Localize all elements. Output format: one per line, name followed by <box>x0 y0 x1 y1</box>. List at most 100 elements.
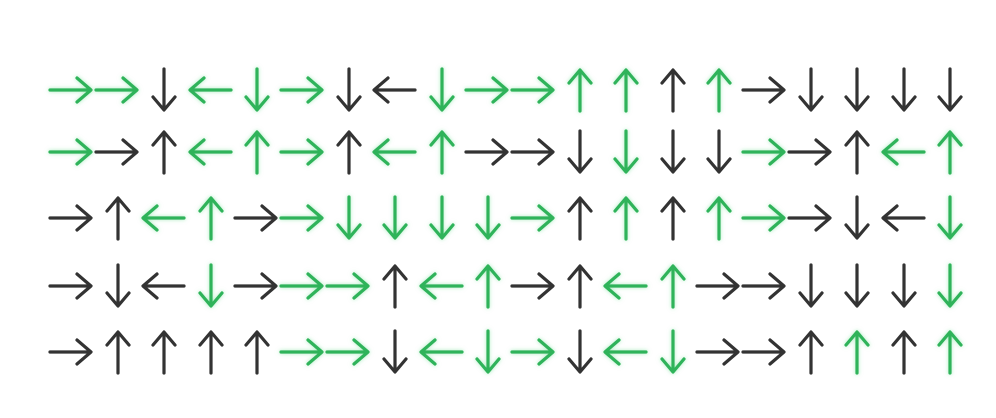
arrow-right-icon <box>510 190 555 246</box>
arrow-down-icon <box>604 124 648 180</box>
arrow-left-icon <box>372 62 417 118</box>
arrow-up-icon <box>558 190 602 246</box>
arrow-down-icon <box>327 190 371 246</box>
arrow-down-icon <box>835 190 879 246</box>
arrow-down-icon <box>789 258 833 314</box>
arrow-up-icon <box>558 258 602 314</box>
arrow-left-icon <box>881 190 926 246</box>
arrow-left-icon <box>188 124 233 180</box>
arrow-down-icon <box>558 324 602 380</box>
arrow-down-icon <box>882 258 926 314</box>
arrow-right-icon <box>741 324 786 380</box>
arrow-right-icon <box>48 324 93 380</box>
arrow-up-icon <box>189 324 233 380</box>
arrow-up-icon <box>697 190 741 246</box>
arrow-row <box>48 124 972 180</box>
arrow-up-icon <box>558 62 602 118</box>
arrow-down-icon <box>558 124 602 180</box>
arrow-right-icon <box>325 324 370 380</box>
arrow-down-icon <box>466 190 510 246</box>
arrow-right-icon <box>48 62 93 118</box>
arrow-right-icon <box>787 124 832 180</box>
arrow-down-icon <box>882 62 926 118</box>
arrow-left-icon <box>188 62 233 118</box>
arrow-down-icon <box>466 324 510 380</box>
arrow-up-icon <box>604 62 648 118</box>
arrow-right-icon <box>48 190 93 246</box>
arrow-up-icon <box>651 190 695 246</box>
arrow-right-icon <box>94 124 139 180</box>
arrow-up-icon <box>235 124 279 180</box>
arrow-down-icon <box>96 258 140 314</box>
arrow-right-icon <box>48 124 93 180</box>
arrow-left-icon <box>141 190 186 246</box>
arrow-right-icon <box>787 190 832 246</box>
arrow-down-icon <box>142 62 186 118</box>
arrow-down-icon <box>697 124 741 180</box>
arrow-right-icon <box>279 258 324 314</box>
arrow-down-icon <box>928 62 972 118</box>
arrow-up-icon <box>882 324 926 380</box>
arrow-right-icon <box>48 258 93 314</box>
arrow-up-icon <box>604 190 648 246</box>
arrow-down-icon <box>928 258 972 314</box>
arrow-down-icon <box>651 124 695 180</box>
arrow-down-icon <box>420 62 464 118</box>
arrow-left-icon <box>881 124 926 180</box>
arrow-right-icon <box>510 62 555 118</box>
arrow-right-icon <box>510 124 555 180</box>
arrow-up-icon <box>373 258 417 314</box>
arrow-right-icon <box>279 62 324 118</box>
arrow-up-icon <box>651 62 695 118</box>
arrow-right-icon <box>510 324 555 380</box>
arrow-up-icon <box>466 258 510 314</box>
arrow-down-icon <box>373 324 417 380</box>
arrow-right-icon <box>510 258 555 314</box>
arrow-up-icon <box>835 324 879 380</box>
arrow-right-icon <box>233 258 278 314</box>
arrow-up-icon <box>651 258 695 314</box>
arrow-down-icon <box>835 62 879 118</box>
arrow-right-icon <box>464 124 509 180</box>
arrow-right-icon <box>741 124 786 180</box>
arrow-up-icon <box>96 324 140 380</box>
arrow-up-icon <box>420 124 464 180</box>
arrow-left-icon <box>419 258 464 314</box>
arrow-down-icon <box>189 258 233 314</box>
arrow-row <box>48 190 972 246</box>
arrow-up-icon <box>835 124 879 180</box>
arrow-right-icon <box>233 190 278 246</box>
arrow-down-icon <box>420 190 464 246</box>
arrow-up-icon <box>928 124 972 180</box>
arrow-down-icon <box>651 324 695 380</box>
arrow-up-icon <box>327 124 371 180</box>
arrow-down-icon <box>789 62 833 118</box>
arrow-right-icon <box>279 124 324 180</box>
arrow-up-icon <box>189 190 233 246</box>
arrow-down-icon <box>835 258 879 314</box>
arrow-down-icon <box>373 190 417 246</box>
arrow-left-icon <box>419 324 464 380</box>
arrow-right-icon <box>695 258 740 314</box>
arrow-right-icon <box>741 62 786 118</box>
arrow-row <box>48 324 972 380</box>
arrow-up-icon <box>235 324 279 380</box>
arrow-left-icon <box>603 324 648 380</box>
arrow-row <box>48 258 972 314</box>
arrow-down-icon <box>928 190 972 246</box>
arrow-row <box>48 62 972 118</box>
arrow-right-icon <box>464 62 509 118</box>
arrow-right-icon <box>94 62 139 118</box>
arrow-down-icon <box>235 62 279 118</box>
arrow-left-icon <box>603 258 648 314</box>
arrow-right-icon <box>279 190 324 246</box>
arrow-right-icon <box>741 190 786 246</box>
arrow-up-icon <box>142 124 186 180</box>
arrow-up-icon <box>142 324 186 380</box>
arrow-up-icon <box>928 324 972 380</box>
arrow-right-icon <box>741 258 786 314</box>
arrow-up-icon <box>96 190 140 246</box>
arrow-down-icon <box>327 62 371 118</box>
arrow-left-icon <box>372 124 417 180</box>
